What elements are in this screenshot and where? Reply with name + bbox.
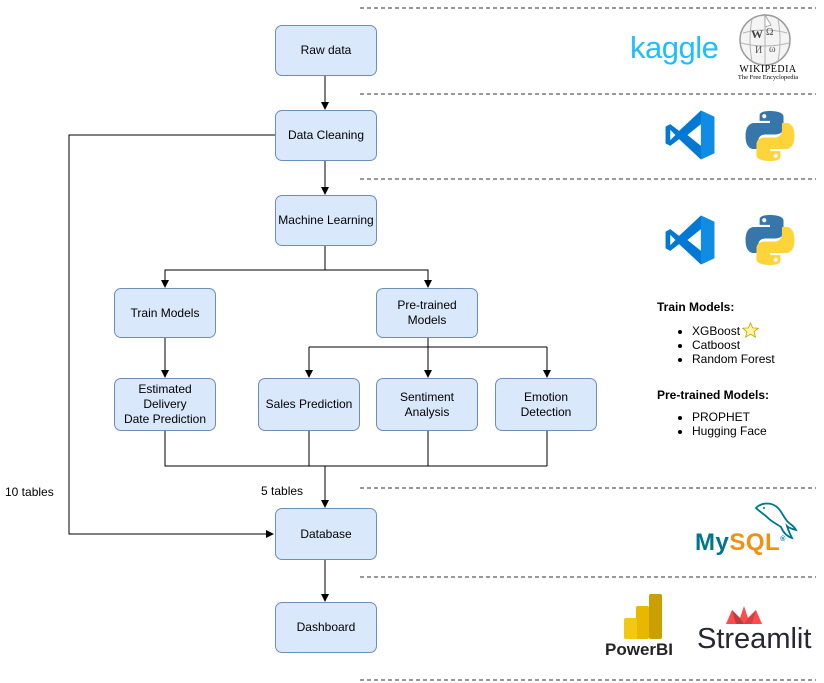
node-machine-learning[interactable]: Machine Learning — [275, 195, 377, 246]
wikipedia-logo: WIKIPEDIA The Free Encyclopedia — [734, 64, 802, 81]
mysql-sql: SQL — [729, 529, 781, 556]
edge-label-10-tables: 10 tables — [5, 485, 54, 499]
node-sentiment-line1: Sentiment — [399, 389, 455, 404]
legend-item: XGBoost — [692, 322, 817, 338]
node-estimated-delivery-line2: Date Prediction — [123, 412, 207, 426]
legend-item-label: Hugging Face — [692, 424, 767, 438]
mysql-my: My — [695, 529, 730, 556]
star-icon — [742, 322, 760, 338]
node-sales-prediction-label: Sales Prediction — [265, 397, 353, 411]
wikipedia-name: WIKIPEDIA — [739, 64, 797, 75]
node-emotion-detection-label: Emotion Detection — [520, 389, 572, 419]
legend-train-title: Train Models: — [657, 300, 735, 314]
streamlit-logo-text: Streamlit — [697, 623, 812, 655]
legend-item: Random Forest — [692, 352, 817, 366]
edge-label-5-tables: 5 tables — [261, 484, 304, 498]
svg-text:ω: ω — [769, 44, 776, 55]
node-database[interactable]: Database — [275, 508, 377, 560]
legend-item-label: PROPHET — [692, 410, 751, 424]
node-data-cleaning-label: Data Cleaning — [287, 128, 365, 142]
powerbi-icon — [624, 594, 662, 639]
node-raw-data-label: Raw data — [300, 43, 352, 57]
mysql-dolphin-icon — [754, 502, 798, 540]
node-pretrained-line2: Models — [407, 313, 447, 327]
python-icon — [745, 111, 795, 161]
legend-item: PROPHET — [692, 410, 817, 424]
legend-pretrained-title: Pre-trained Models: — [657, 388, 770, 402]
node-dashboard-label: Dashboard — [296, 620, 356, 634]
edges — [68, 76, 551, 602]
edge-ml-to-train — [161, 246, 326, 288]
legend-item-label: Catboost — [692, 338, 741, 352]
svg-text:Ω: Ω — [766, 27, 773, 38]
node-sales-prediction[interactable]: Sales Prediction — [258, 378, 360, 431]
node-train-models[interactable]: Train Models — [114, 288, 216, 338]
kaggle-logo: kaggle — [630, 30, 719, 65]
model-legend: Train Models: XGBoost Catboost Random Fo… — [657, 300, 817, 438]
edge-ml-to-pretrained — [325, 269, 432, 288]
python-icon — [745, 215, 795, 265]
node-raw-data[interactable]: Raw data — [275, 25, 377, 76]
vscode-icon — [665, 110, 715, 160]
node-database-label: Database — [300, 526, 352, 541]
section-separators — [360, 7, 816, 681]
svg-text:W: W — [751, 27, 763, 41]
edge-results-collector — [164, 431, 547, 467]
legend-pretrained-list: PROPHET Hugging Face — [657, 410, 817, 438]
legend-item: Catboost — [692, 338, 817, 352]
wikipedia-globe-icon: W Ω И ω — [739, 13, 791, 66]
vscode-icon — [665, 215, 715, 265]
legend-item-label: Random Forest — [692, 352, 775, 366]
mysql-registered-mark: ® — [780, 536, 786, 543]
node-machine-learning-label: Machine Learning — [278, 213, 374, 227]
legend-train-list: XGBoost Catboost Random Forest — [657, 322, 817, 366]
powerbi-logo-text: PowerBI — [605, 640, 674, 659]
node-train-models-label: Train Models — [130, 305, 200, 320]
wikipedia-tagline: The Free Encyclopedia — [737, 74, 799, 81]
streamlit-crown-icon — [726, 606, 762, 624]
node-estimated-delivery-line1: Estimated Delivery — [138, 382, 192, 411]
node-emotion-detection[interactable]: Emotion Detection — [495, 378, 597, 431]
edge-cleaning-to-database — [68, 134, 275, 538]
svg-text:И: И — [755, 45, 762, 56]
node-data-cleaning[interactable]: Data Cleaning — [275, 110, 377, 161]
node-sentiment-line2: Analysis — [404, 404, 450, 419]
node-pretrained-line1: Pre-trained — [397, 298, 457, 312]
node-dashboard[interactable]: Dashboard — [275, 602, 377, 653]
legend-item-label: XGBoost — [692, 324, 741, 338]
mysql-logo: MySQL® — [695, 529, 786, 557]
legend-item: Hugging Face — [692, 424, 817, 438]
